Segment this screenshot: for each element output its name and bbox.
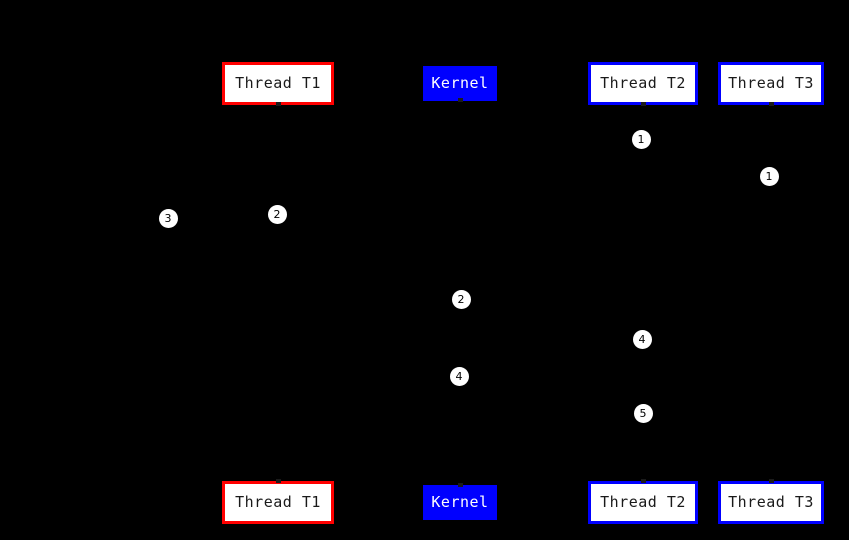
top-kernel-label: Kernel [431,74,489,92]
top-thread-t2-lifeline-notch [641,102,646,106]
top-thread-t2[interactable]: Thread T2 [588,62,698,105]
lifeline-t1 [278,105,279,481]
top-thread-t2-label: Thread T2 [600,74,686,92]
bottom-thread-t1-foot-label: Thread T1 [235,493,321,511]
bottom-thread-t2-foot-lifeline-notch [641,479,646,483]
msg-4 [460,299,643,300]
marker-t2-1: 1 [631,129,651,149]
bottom-thread-t1-foot[interactable]: Thread T1 [222,481,334,524]
top-thread-t3-lifeline-notch [769,102,774,106]
lifeline-t2 [643,105,644,481]
msg-1 [643,139,771,140]
bottom-kernel-foot-lifeline-notch [458,483,463,487]
msg-3 [168,218,278,219]
bottom-kernel-foot[interactable]: Kernel [423,485,497,520]
marker-kernel-4: 4 [449,366,469,386]
marker-t3-1: 1 [759,166,779,186]
msg-5 [460,376,643,377]
bottom-thread-t3-foot-lifeline-notch [769,479,774,483]
bottom-thread-t3-foot[interactable]: Thread T3 [718,481,824,524]
lifeline-t3 [771,105,772,481]
marker-t2-5: 5 [633,403,653,423]
bottom-kernel-foot-label: Kernel [431,493,489,511]
top-thread-t3[interactable]: Thread T3 [718,62,824,105]
bottom-thread-t3-foot-label: Thread T3 [728,493,814,511]
msg-2 [278,214,460,215]
marker-t1-2: 2 [267,204,287,224]
bottom-thread-t2-foot-label: Thread T2 [600,493,686,511]
msg-6 [460,413,643,414]
top-thread-t3-label: Thread T3 [728,74,814,92]
top-kernel-lifeline-notch [458,98,463,102]
marker-kernel-2: 2 [451,289,471,309]
top-kernel[interactable]: Kernel [423,66,497,101]
bottom-thread-t1-foot-lifeline-notch [276,479,281,483]
top-thread-t1[interactable]: Thread T1 [222,62,334,105]
top-thread-t1-lifeline-notch [276,102,281,106]
bottom-thread-t2-foot[interactable]: Thread T2 [588,481,698,524]
top-thread-t1-label: Thread T1 [235,74,321,92]
marker-t1-3: 3 [158,208,178,228]
marker-t2-4: 4 [632,329,652,349]
